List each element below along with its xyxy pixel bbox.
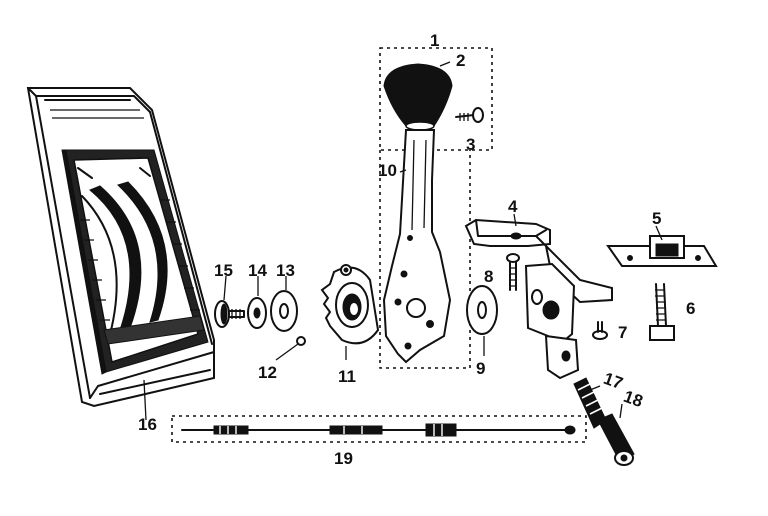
callout-10: 10 [378, 161, 397, 180]
washer-14-part [247, 297, 267, 329]
callout-1: 1 [430, 31, 439, 50]
callout-8: 8 [484, 267, 493, 286]
callout-16: 16 [138, 415, 157, 434]
clip-5-part [606, 235, 718, 267]
callout-14: 14 [248, 261, 267, 280]
console-housing-part [26, 87, 215, 408]
callout-17: 17 [601, 369, 625, 393]
washer-9-part [466, 285, 498, 335]
bracket-4-part [464, 218, 613, 380]
callout-9: 9 [476, 359, 485, 378]
callout-15: 15 [214, 261, 233, 280]
screw-15-part [214, 300, 245, 328]
screw-8-part [506, 253, 520, 291]
callout-12: 12 [258, 363, 277, 382]
detent-plate-11-part [320, 264, 380, 345]
callout-13: 13 [276, 261, 295, 280]
cable-end-18-part [597, 413, 635, 466]
callout-19: 19 [334, 449, 353, 468]
bolt-6-part [649, 283, 675, 341]
ball-12-part [296, 336, 306, 346]
knob-2-part [383, 63, 453, 127]
cable-19-part [171, 415, 587, 443]
callout-3: 3 [466, 135, 475, 154]
callout-4: 4 [508, 197, 518, 216]
callout-6: 6 [686, 299, 695, 318]
callout-5: 5 [652, 209, 661, 228]
shift-lever-10-part [379, 47, 493, 369]
screw-3-part [455, 107, 484, 123]
screw-7-part [592, 321, 608, 340]
callout-2: 2 [456, 51, 465, 70]
leader-lines [143, 61, 663, 421]
callout-7: 7 [618, 323, 627, 342]
callout-11: 11 [338, 367, 356, 386]
callout-labels: 1 2 3 10 4 5 6 7 8 9 11 12 13 14 15 16 1… [138, 31, 695, 468]
callout-18: 18 [621, 387, 645, 411]
washer-13-part [270, 290, 298, 332]
